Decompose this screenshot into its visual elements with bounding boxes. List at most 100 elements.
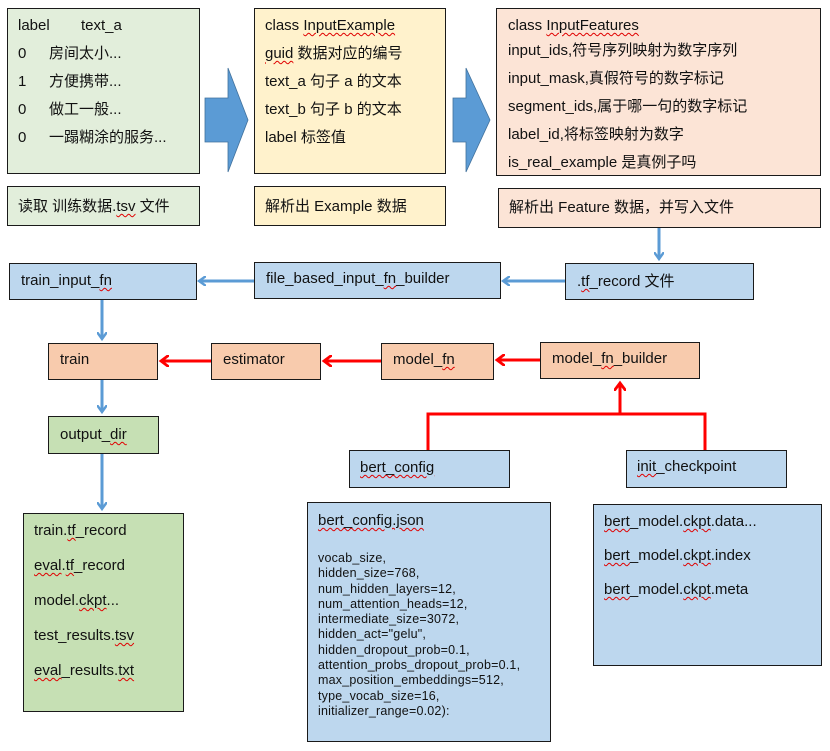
checkpoint-files-box: bert_model.ckpt.data... bert_model.ckpt.… — [593, 504, 822, 666]
node-file-based-input-fn-builder[interactable]: file_based_input_fn_builder — [254, 262, 501, 299]
file-part: .index — [710, 547, 751, 564]
class-name: InputExample — [303, 17, 396, 34]
label-part: file_based_input_ — [266, 270, 384, 287]
file-part: train. — [34, 522, 68, 539]
node-label: model_fn — [393, 351, 455, 369]
node-label: file_based_input_fn_builder — [266, 270, 450, 288]
node-init-checkpoint[interactable]: init_checkpoint — [626, 450, 787, 488]
file-part: _model. — [629, 547, 684, 564]
field-name: label — [265, 129, 297, 146]
field-text-a: text_a 句子 a 的文本 — [265, 73, 402, 91]
label-part: fn — [601, 350, 614, 367]
parse-feature-caption-box: 解析出 Feature 数据，并写入文件 — [498, 188, 821, 228]
node-tf-record-file[interactable]: .tf_record 文件 — [565, 263, 754, 300]
node-train-input-fn[interactable]: train_input_fn — [9, 263, 197, 300]
file-part: eval — [34, 557, 62, 574]
input-features-title: class InputFeatures — [508, 17, 639, 35]
output-file: eval.tf_record — [34, 557, 125, 575]
field-desc: 句子 b 的文本 — [305, 101, 402, 118]
config-param: max_position_embeddings=512, — [318, 673, 504, 688]
label-part: dir — [110, 426, 127, 443]
node-label: .tf_record 文件 — [577, 273, 675, 291]
label-part: init — [637, 458, 657, 475]
label-part: tf — [581, 273, 590, 290]
field-text-b: text_b 句子 b 的文本 — [265, 101, 402, 119]
parse-example-caption: 解析出 Example 数据 — [265, 198, 407, 215]
parse-feature-caption: 解析出 Feature 数据，并写入文件 — [509, 199, 735, 216]
config-param: intermediate_size=3072, — [318, 612, 460, 627]
file-part: .meta — [710, 581, 749, 598]
bert-config-params: vocab_size, hidden_size=768, num_hidden_… — [318, 551, 520, 719]
node-model-fn[interactable]: model_fn — [381, 343, 494, 380]
caption-ext: tsv — [116, 198, 136, 215]
connector-config-checkpoint — [426, 412, 707, 450]
file-part: _record — [74, 557, 125, 574]
file-part: tf — [67, 522, 76, 539]
field-name: text_b — [265, 101, 306, 118]
label-part: fn — [99, 272, 112, 289]
field-guid: guid 数据对应的编号 — [265, 45, 403, 63]
label-part: . — [577, 273, 582, 290]
node-bert-config[interactable]: bert_config — [349, 450, 510, 488]
row-label: 0 — [18, 101, 27, 118]
node-estimator[interactable]: estimator — [211, 343, 321, 380]
file-part: ckpt — [683, 581, 711, 598]
node-label: init_checkpoint — [637, 458, 736, 476]
row-label: 1 — [18, 73, 27, 90]
bert-config-json-box: bert_config.json vocab_size, hidden_size… — [307, 502, 551, 742]
file-part: ckpt — [79, 592, 107, 609]
output-file: train.tf_record — [34, 522, 127, 540]
file-part: txt — [118, 662, 135, 679]
file-part: .data... — [710, 513, 757, 530]
column-header-label: label — [18, 17, 50, 34]
file-part: _model. — [629, 513, 684, 530]
config-param: hidden_dropout_prob=0.1, — [318, 642, 470, 657]
label-part: train_input_ — [21, 272, 100, 289]
checkpoint-file: bert_model.ckpt.meta — [604, 581, 748, 599]
parse-example-caption-box: 解析出 Example 数据 — [254, 186, 446, 226]
label-part: _builder — [613, 350, 668, 367]
file-part: bert — [604, 581, 630, 598]
block-arrow-2 — [452, 67, 491, 173]
file-part: bert — [604, 547, 630, 564]
label-part: _record 文件 — [589, 273, 675, 290]
row-text: 房间太小... — [49, 45, 122, 62]
file-part: eval — [34, 662, 62, 679]
class-name: InputFeatures — [546, 17, 639, 34]
node-label: train_input_fn — [21, 272, 112, 290]
file-part: _results. — [61, 662, 119, 679]
output-files-box: train.tf_record eval.tf_record model.ckp… — [23, 513, 184, 712]
feature-field: is_real_example 是真例子吗 — [508, 154, 697, 170]
feature-field: input_mask,真假符号的数字标记 — [508, 70, 724, 87]
file-part: _record — [75, 522, 127, 539]
file-part: test_results. — [34, 627, 115, 644]
column-header-text: text_a — [81, 17, 122, 34]
row-label: 0 — [18, 45, 27, 62]
field-name: guid — [265, 45, 294, 62]
row-text: 做工一般... — [49, 101, 122, 118]
label-part: fn — [442, 351, 455, 368]
config-param: vocab_size, — [318, 551, 387, 565]
output-file: test_results.tsv — [34, 627, 134, 645]
checkpoint-file: bert_model.ckpt.data... — [604, 513, 757, 531]
node-label: output_dir — [60, 426, 127, 444]
node-model-fn-builder[interactable]: model_fn_builder — [540, 342, 700, 379]
label-part: model_ — [552, 350, 602, 367]
row-text: 方便携带... — [49, 73, 122, 90]
file-part: tf — [65, 557, 75, 574]
field-desc: 句子 a 的文本 — [305, 73, 402, 90]
bert-config-json-title: bert_config.json — [318, 512, 424, 529]
file-part: . — [61, 557, 66, 574]
label-part: _checkpoint — [656, 458, 737, 475]
caption-suffix: 文件 — [135, 198, 170, 215]
node-output-dir[interactable]: output_dir — [48, 416, 159, 454]
caption-prefix: 读取 训练数据. — [18, 198, 117, 215]
input-example-box: class InputExample guid 数据对应的编号 text_a 句… — [254, 8, 446, 174]
field-label: label 标签值 — [265, 129, 346, 147]
node-train[interactable]: train — [48, 343, 158, 380]
label-part: output_ — [60, 426, 111, 443]
label-part: fn — [383, 270, 397, 287]
output-file: model.ckpt... — [34, 592, 119, 610]
file-part: bert — [604, 513, 630, 530]
output-file: eval_results.txt — [34, 662, 134, 680]
